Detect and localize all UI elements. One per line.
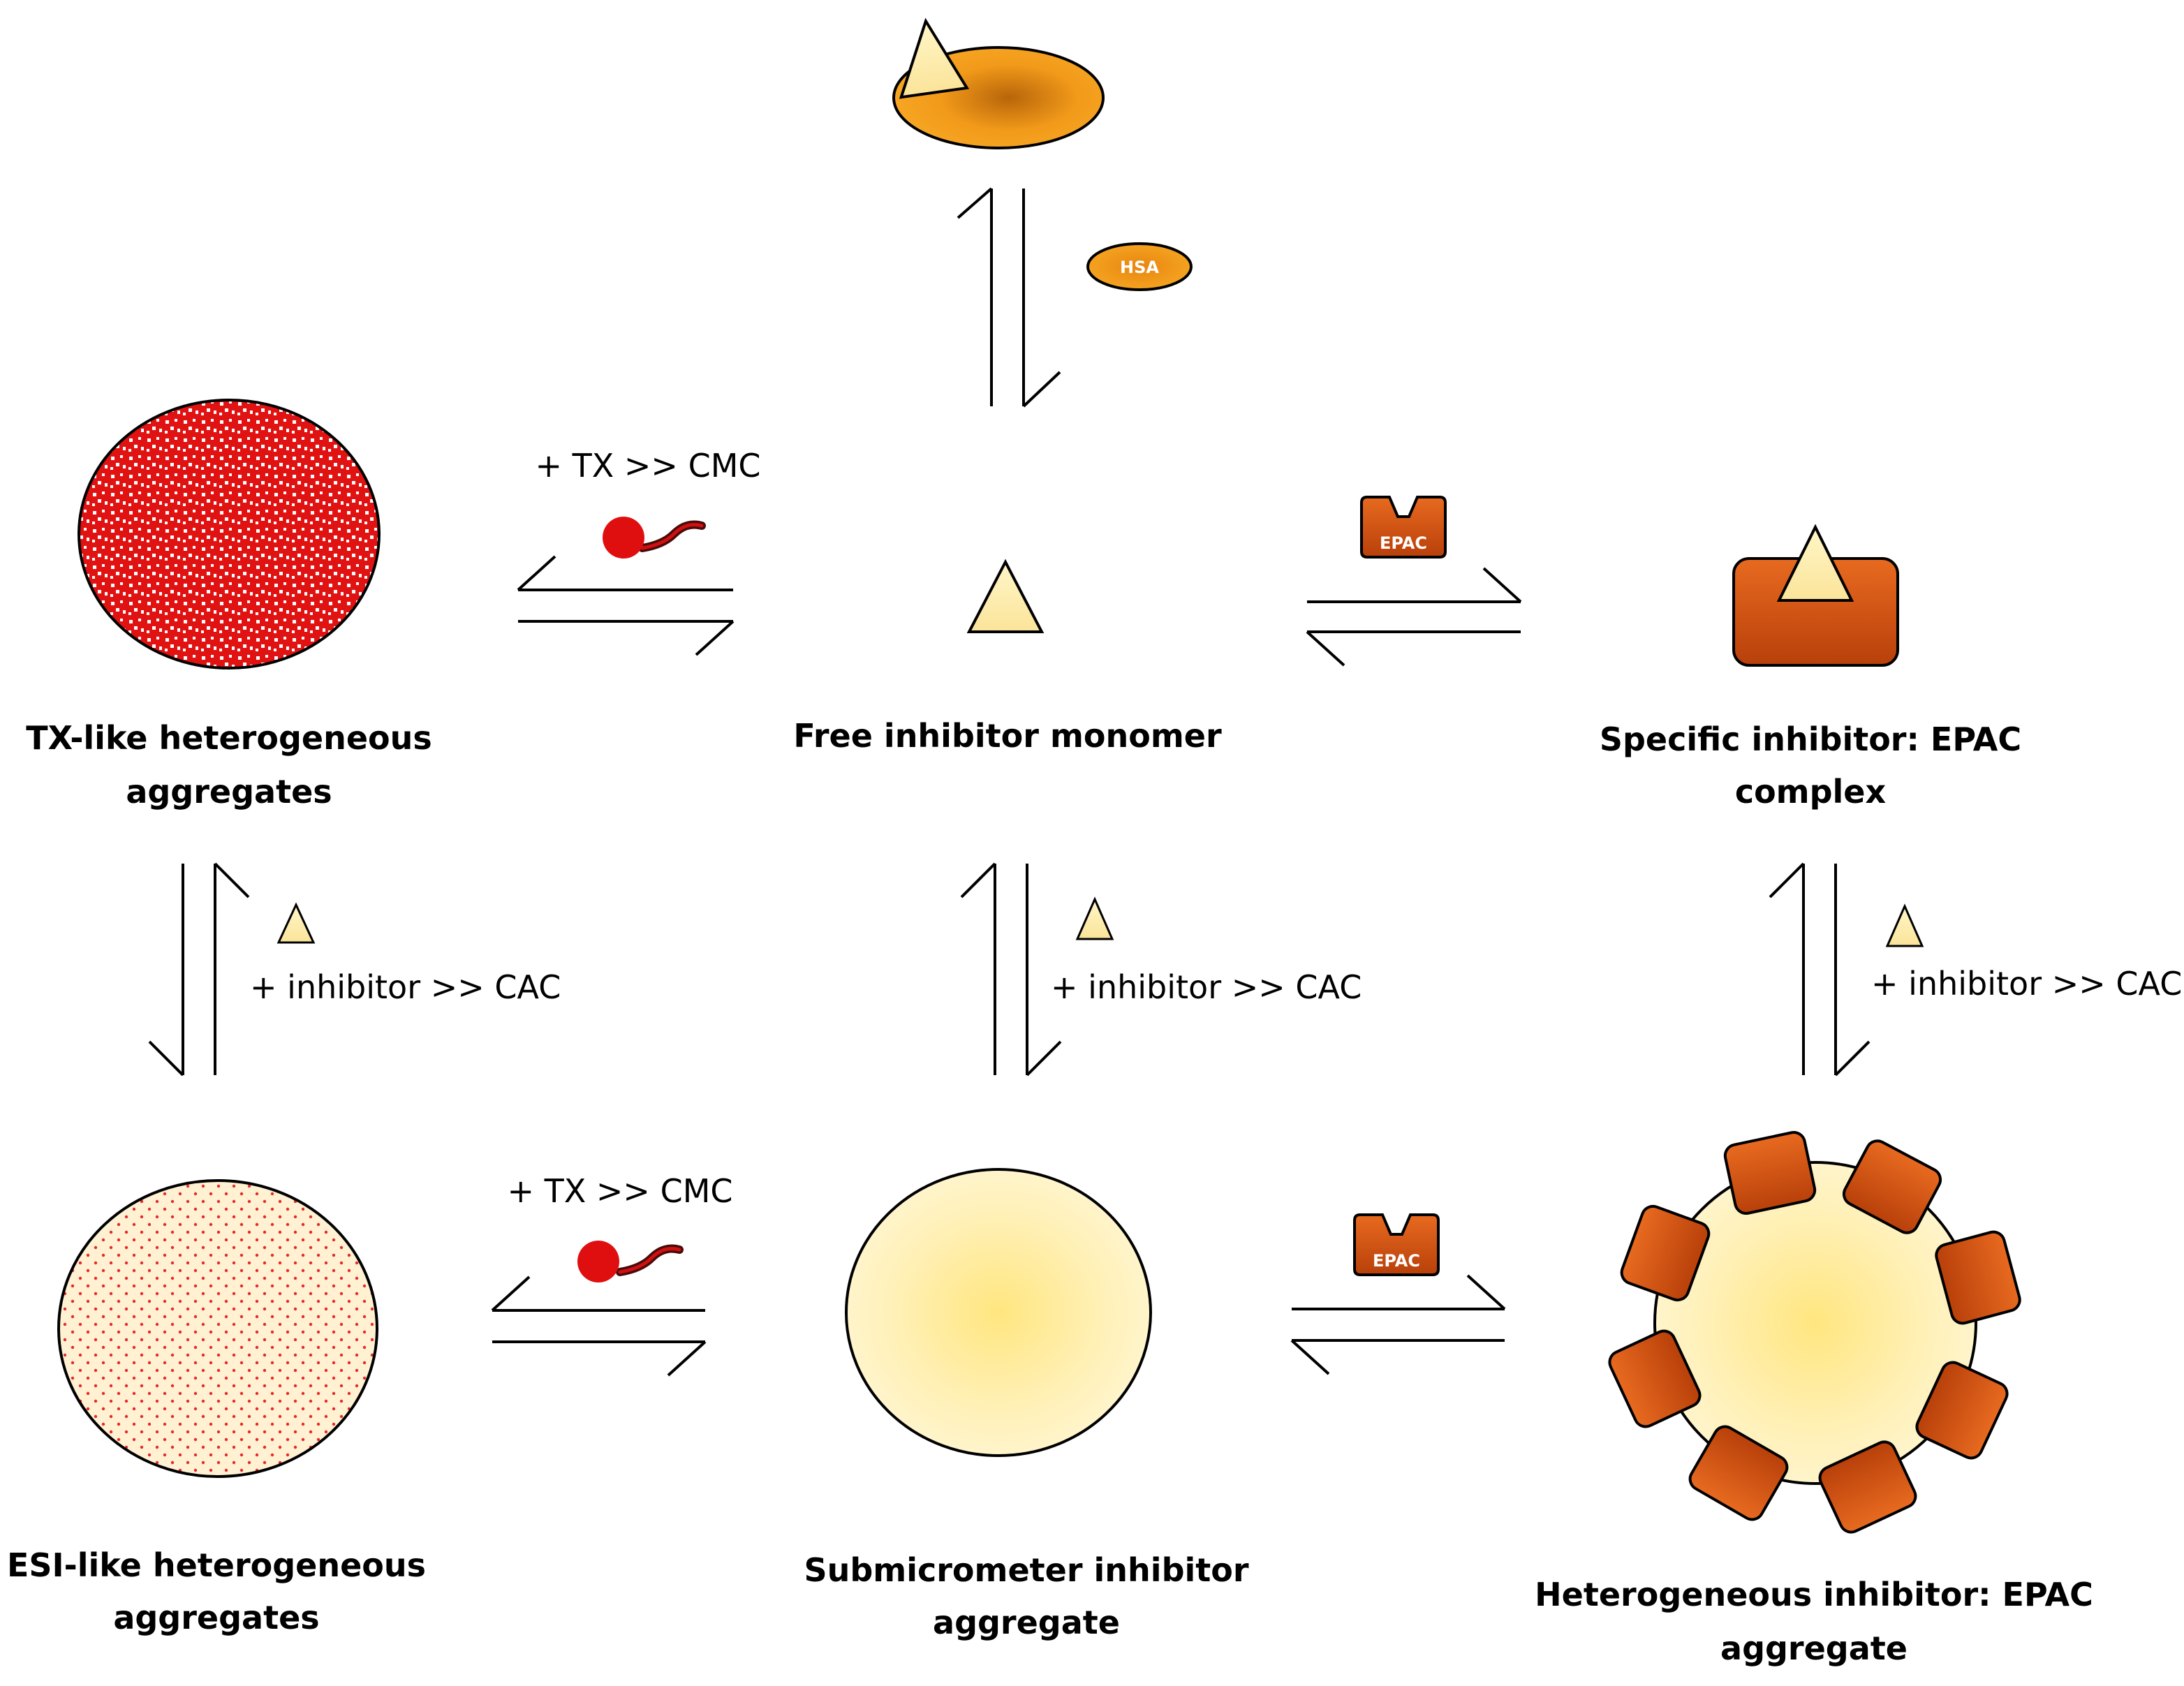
inhibitor-condition-left: + inhibitor >> CAC: [250, 968, 561, 1006]
tx-aggregates-label-line2: aggregates: [126, 773, 332, 811]
equilibrium-arrow-left: [148, 862, 250, 1077]
epac-protein: [1688, 1425, 1789, 1521]
epac-badge-top-label: EPAC: [1380, 533, 1427, 553]
equilibrium-arrow-epac-bottom: [1290, 1274, 1506, 1375]
specific-complex-label-line1: Specific inhibitor: EPAC: [1600, 720, 2021, 758]
esi-aggregates-label-line1: ESI-like heterogeneous: [7, 1546, 426, 1584]
specific-epac-complex: Specific inhibitor: EPAC complex: [1600, 524, 2021, 811]
hsa-bound-inhibitor: [892, 17, 1105, 149]
epac-protein: [1608, 1329, 1702, 1428]
submicrometer-label-line2: aggregate: [933, 1604, 1120, 1641]
specific-complex-label-line2: complex: [1735, 773, 1886, 811]
inhibitor-triangle-bound: [1776, 524, 1854, 602]
equilibrium-arrow-epac-top: [1306, 567, 1522, 667]
heterogeneous-epac-label-line1: Heterogeneous inhibitor: EPAC: [1535, 1576, 2093, 1613]
hsa-badge: HSA: [1086, 242, 1193, 291]
hsa-badge-label: HSA: [1120, 258, 1159, 277]
equilibrium-arrow-hsa: [957, 187, 1061, 408]
epac-protein: [1935, 1230, 2021, 1325]
heterogeneous-epac-aggregate: Heterogeneous inhibitor: EPAC aggregate: [1535, 1131, 2093, 1667]
tx-detergent-icon-bottom: [577, 1241, 684, 1282]
tx-condition-bottom: + TX >> CMC: [507, 1172, 732, 1210]
free-monomer-label: Free inhibitor monomer: [793, 717, 1222, 755]
equilibrium-arrow-center: [960, 862, 1062, 1077]
epac-protein: [1842, 1139, 1942, 1234]
submicrometer-label-line1: Submicrometer inhibitor: [804, 1551, 1248, 1589]
submicrometer-aggregate-circle: [845, 1168, 1152, 1457]
inhibitor-triangle-small-left: [276, 902, 316, 944]
epac-protein: [1818, 1440, 1917, 1534]
epac-protein: [1723, 1131, 1817, 1215]
inhibitor-triangle-small-center: [1075, 896, 1114, 940]
tx-detergent-icon-top: [603, 517, 706, 559]
equilibrium-arrow-tx-top: [517, 555, 735, 656]
equilibrium-arrow-tx-bottom: [491, 1275, 707, 1377]
inhibitor-condition-right: + inhibitor >> CAC: [1871, 965, 2182, 1003]
epac-protein: [1915, 1361, 2009, 1460]
epac-badge-bottom: EPAC: [1353, 1213, 1440, 1276]
epac-badge-top: EPAC: [1360, 496, 1447, 559]
esi-aggregate-circle: [57, 1179, 378, 1478]
epac-protein-ring: [1608, 1131, 2021, 1534]
tx-condition-top: + TX >> CMC: [535, 447, 760, 485]
tx-aggregate-circle: [78, 399, 381, 670]
epac-badge-bottom-label: EPAC: [1373, 1251, 1420, 1271]
tx-aggregates-label-line1: TX-like heterogeneous: [26, 719, 432, 757]
inhibitor-condition-center: + inhibitor >> CAC: [1051, 968, 1362, 1006]
inhibitor-triangle-hsa: [899, 17, 970, 99]
inhibitor-triangle: [966, 559, 1045, 633]
inhibitor-triangle-small-right: [1885, 903, 1924, 947]
esi-like-aggregates: ESI-like heterogeneous aggregates: [7, 1179, 426, 1636]
heterogeneous-epac-label-line2: aggregate: [1720, 1629, 1908, 1667]
free-inhibitor-monomer: Free inhibitor monomer: [793, 559, 1222, 755]
epac-protein: [1620, 1204, 1711, 1302]
tx-like-aggregates: TX-like heterogeneous aggregates: [26, 399, 432, 811]
esi-aggregates-label-line2: aggregates: [113, 1599, 319, 1636]
submicrometer-aggregate: Submicrometer inhibitor aggregate: [804, 1168, 1249, 1641]
equilibrium-arrow-right: [1769, 862, 1871, 1077]
heterogeneous-aggregate-core: [1653, 1161, 1977, 1485]
